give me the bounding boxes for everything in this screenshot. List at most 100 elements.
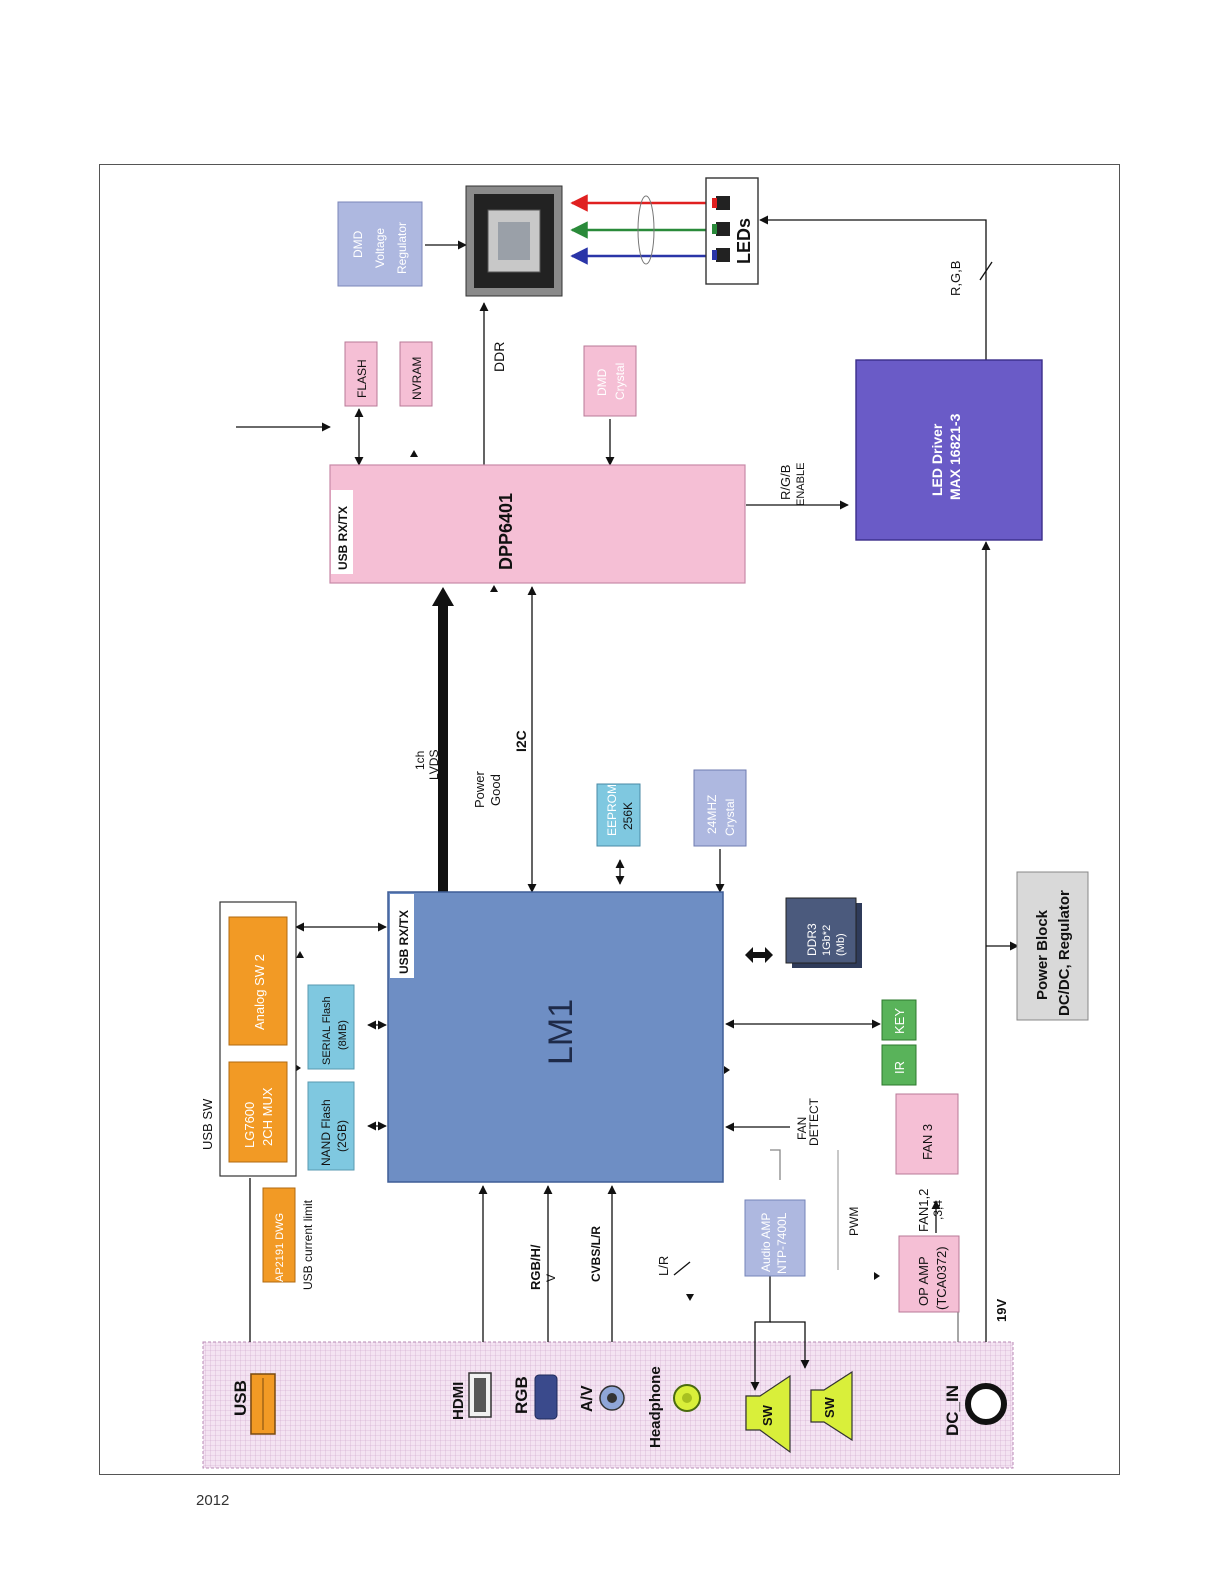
ddr3-arrow (745, 947, 773, 963)
io-sw2-label: SW (822, 1396, 837, 1418)
eeprom-label-1: EEPROM (605, 784, 619, 836)
crystal24-box (693, 769, 747, 847)
lvds-bus (432, 587, 454, 892)
rgb-enable-label-1: R/G/B (778, 465, 793, 500)
dmd-crystal-label-2: Crystal (613, 363, 627, 400)
rgb-hv-label-1: RGB/H/ (528, 1244, 543, 1290)
lvds-label-2: LVDS (427, 750, 441, 780)
rgb-light-arrows (570, 194, 716, 265)
pwm-label: PWM (847, 1207, 861, 1236)
footer-year: 2012 (196, 1492, 230, 1509)
led-driver-box (855, 359, 1043, 541)
hdmi-connector-icon (468, 1372, 492, 1418)
power-block-label-2: DC/DC, Regulator (1056, 890, 1073, 1016)
led-driver-label-2: MAX 16821-3 (947, 413, 963, 500)
serial-flash-label-2: (8MB) (337, 1020, 349, 1050)
power-block-box (1016, 871, 1089, 1021)
audio-amp-label-1: Audio AMP (759, 1213, 773, 1272)
rgb-enable-label-2: ENABLE (795, 463, 807, 506)
power-block-label-1: Power Block (1034, 909, 1051, 1000)
nand-flash-box (307, 1081, 355, 1171)
dpp-port-label: USB RX/TX (336, 506, 350, 570)
led-driver-label-1: LED Driver (929, 423, 945, 496)
io-usb-label: USB (231, 1380, 250, 1416)
fan-detect-label-1: FAN (795, 1117, 809, 1140)
lr-label: L/R (656, 1256, 671, 1276)
diagram-frame (99, 164, 1120, 1475)
leds-block (705, 177, 759, 285)
nand-label-2: (2GB) (335, 1120, 349, 1152)
ddr3-label-1: DDR3 (805, 923, 819, 956)
ddr3-label-2: 1Gb*2 (821, 925, 833, 956)
fan-detect-label-2: DETECT (807, 1097, 821, 1146)
usb-connector-icon (250, 1373, 276, 1435)
dpp-block (329, 464, 746, 584)
dmd-chip (465, 185, 563, 297)
nand-label-1: NAND Flash (319, 1099, 333, 1166)
audio-amp-box (744, 1199, 806, 1277)
lvds-label-1: 1ch (413, 751, 427, 770)
ddr-label: DDR (491, 342, 507, 372)
usb-sw-title: USB SW (200, 1098, 215, 1150)
ddr3-stack (785, 897, 862, 968)
rgb-hv-label-2: V (544, 1274, 558, 1282)
fan3-label: FAN 3 (920, 1124, 935, 1160)
serial-flash-label-1: SERIAL Flash (321, 996, 333, 1065)
flash-box (344, 341, 378, 407)
analog-sw-label: Analog SW 2 (252, 954, 267, 1030)
io-hdmi-label: HDMI (450, 1382, 467, 1420)
usb-limit-label-2: USB current limit (301, 1199, 315, 1290)
dmd-crystal-box (583, 345, 637, 417)
key-block (881, 999, 917, 1041)
serial-flash-box (307, 984, 355, 1070)
cvbs-label: CVBS/L/R (589, 1226, 603, 1282)
mux-label-1: LG7600 (242, 1102, 257, 1148)
rgb-connector-icon (534, 1374, 558, 1420)
power-good-label-1: Power (472, 770, 487, 808)
usb-limit-label-1: AP2191 DWG (274, 1213, 286, 1282)
ir-block (881, 1044, 917, 1086)
pin-markers (295, 450, 880, 1301)
v19-label: 19V (994, 1299, 1009, 1322)
crystal24-label-1: 24MHZ (705, 795, 719, 834)
rgb-label: R,G,B (948, 261, 963, 296)
usb-sw-group (219, 901, 297, 1177)
mux-label-2: 2CH MUX (260, 1087, 275, 1146)
crystal24-label-2: Crystal (723, 799, 737, 836)
eeprom-box (596, 783, 641, 847)
dc-in-connector-icon (965, 1383, 1007, 1425)
speaker-2-icon (810, 1370, 853, 1442)
nvram-label: NVRAM (410, 357, 424, 400)
lm1-block (387, 891, 724, 1183)
lm1-label: LM1 (542, 999, 580, 1065)
key-label: KEY (892, 1008, 907, 1034)
ddr3-label-3: (Mb) (835, 933, 847, 956)
power-good-label-2: Good (488, 774, 503, 806)
usb-limit-box (262, 1187, 296, 1283)
dmd-regulator-label-2: Voltage (373, 228, 387, 268)
dmd-regulator-label-1: DMD (351, 230, 365, 258)
dmd-crystal-label-1: DMD (595, 368, 609, 396)
dmd-regulator-box (337, 201, 423, 287)
io-dc-in-label: DC_IN (943, 1385, 962, 1436)
fan3-box (895, 1093, 959, 1175)
io-av-label: A/V (579, 1385, 596, 1412)
io-headphone-label: Headphone (647, 1366, 664, 1448)
fan12-label-1: FAN1,2 (916, 1189, 931, 1232)
av-connector-icon (599, 1385, 625, 1411)
fan12-label-2: ,3,4 (931, 1200, 945, 1220)
headphone-connector-icon (673, 1384, 701, 1412)
ir-label: IR (892, 1061, 907, 1074)
nvram-box (399, 341, 433, 407)
io-rgb-label: RGB (512, 1376, 531, 1414)
audio-amp-label-2: NTP-7400L (775, 1212, 789, 1274)
eeprom-label-2: 256K (621, 802, 635, 830)
op-amp-label-1: OP AMP (916, 1256, 931, 1306)
speaker-1-icon (745, 1374, 791, 1454)
lm1-port-label: USB RX/TX (397, 910, 411, 974)
i2c-label: I2C (513, 730, 529, 752)
dpp-label: DPP6401 (496, 493, 516, 570)
io-sw1-label: SW (760, 1404, 775, 1426)
leds-label: LEDs (734, 218, 754, 264)
